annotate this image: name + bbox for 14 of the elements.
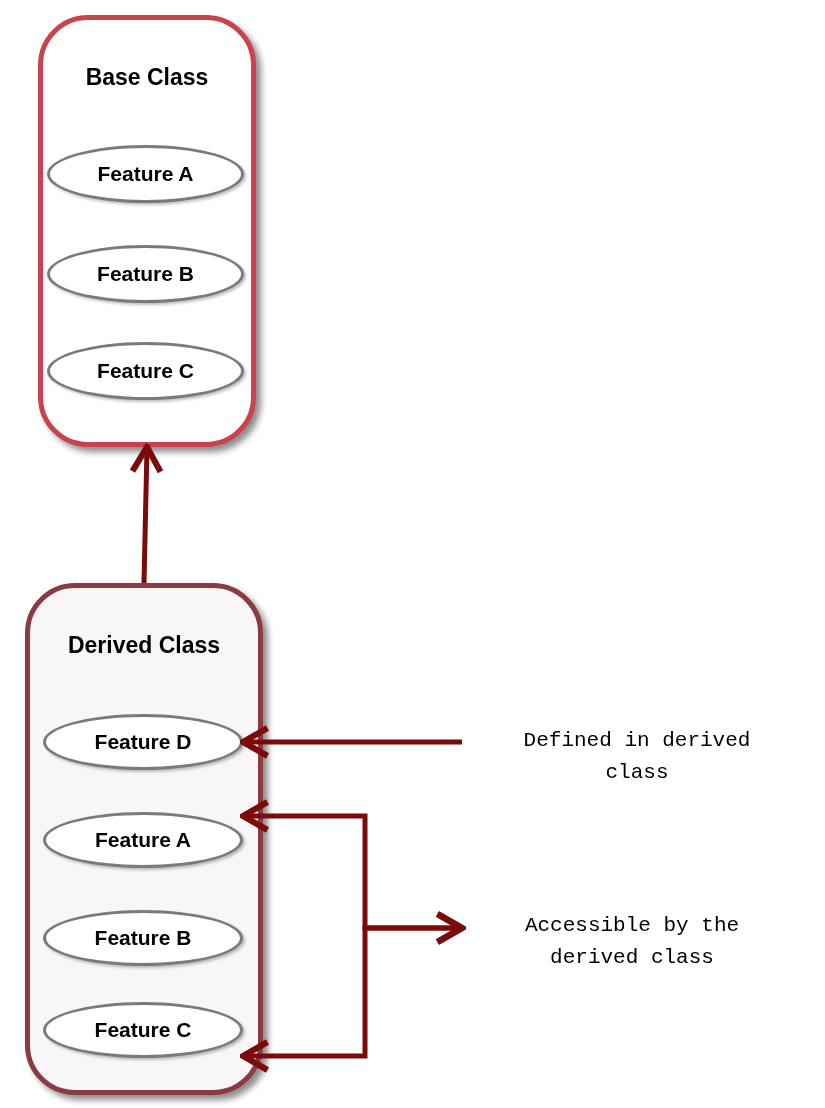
feature-ellipse: Feature B (47, 245, 244, 303)
feature-ellipse: Feature C (43, 1002, 243, 1058)
feature-ellipse: Feature A (47, 145, 244, 203)
feature-ellipse: Feature C (47, 342, 244, 400)
class-title: Base Class (84, 63, 210, 92)
class-container (25, 583, 263, 1095)
feature-ellipse: Feature B (43, 910, 243, 966)
feature-ellipse: Feature D (43, 714, 243, 770)
annotation-text: Defined in derived class (522, 728, 752, 786)
arrow (239, 910, 466, 1074)
feature-ellipse: Feature A (43, 812, 243, 868)
class-container (38, 15, 256, 447)
class-title: Derived Class (66, 631, 222, 660)
annotation-text: Accessible by the derived class (523, 913, 741, 971)
